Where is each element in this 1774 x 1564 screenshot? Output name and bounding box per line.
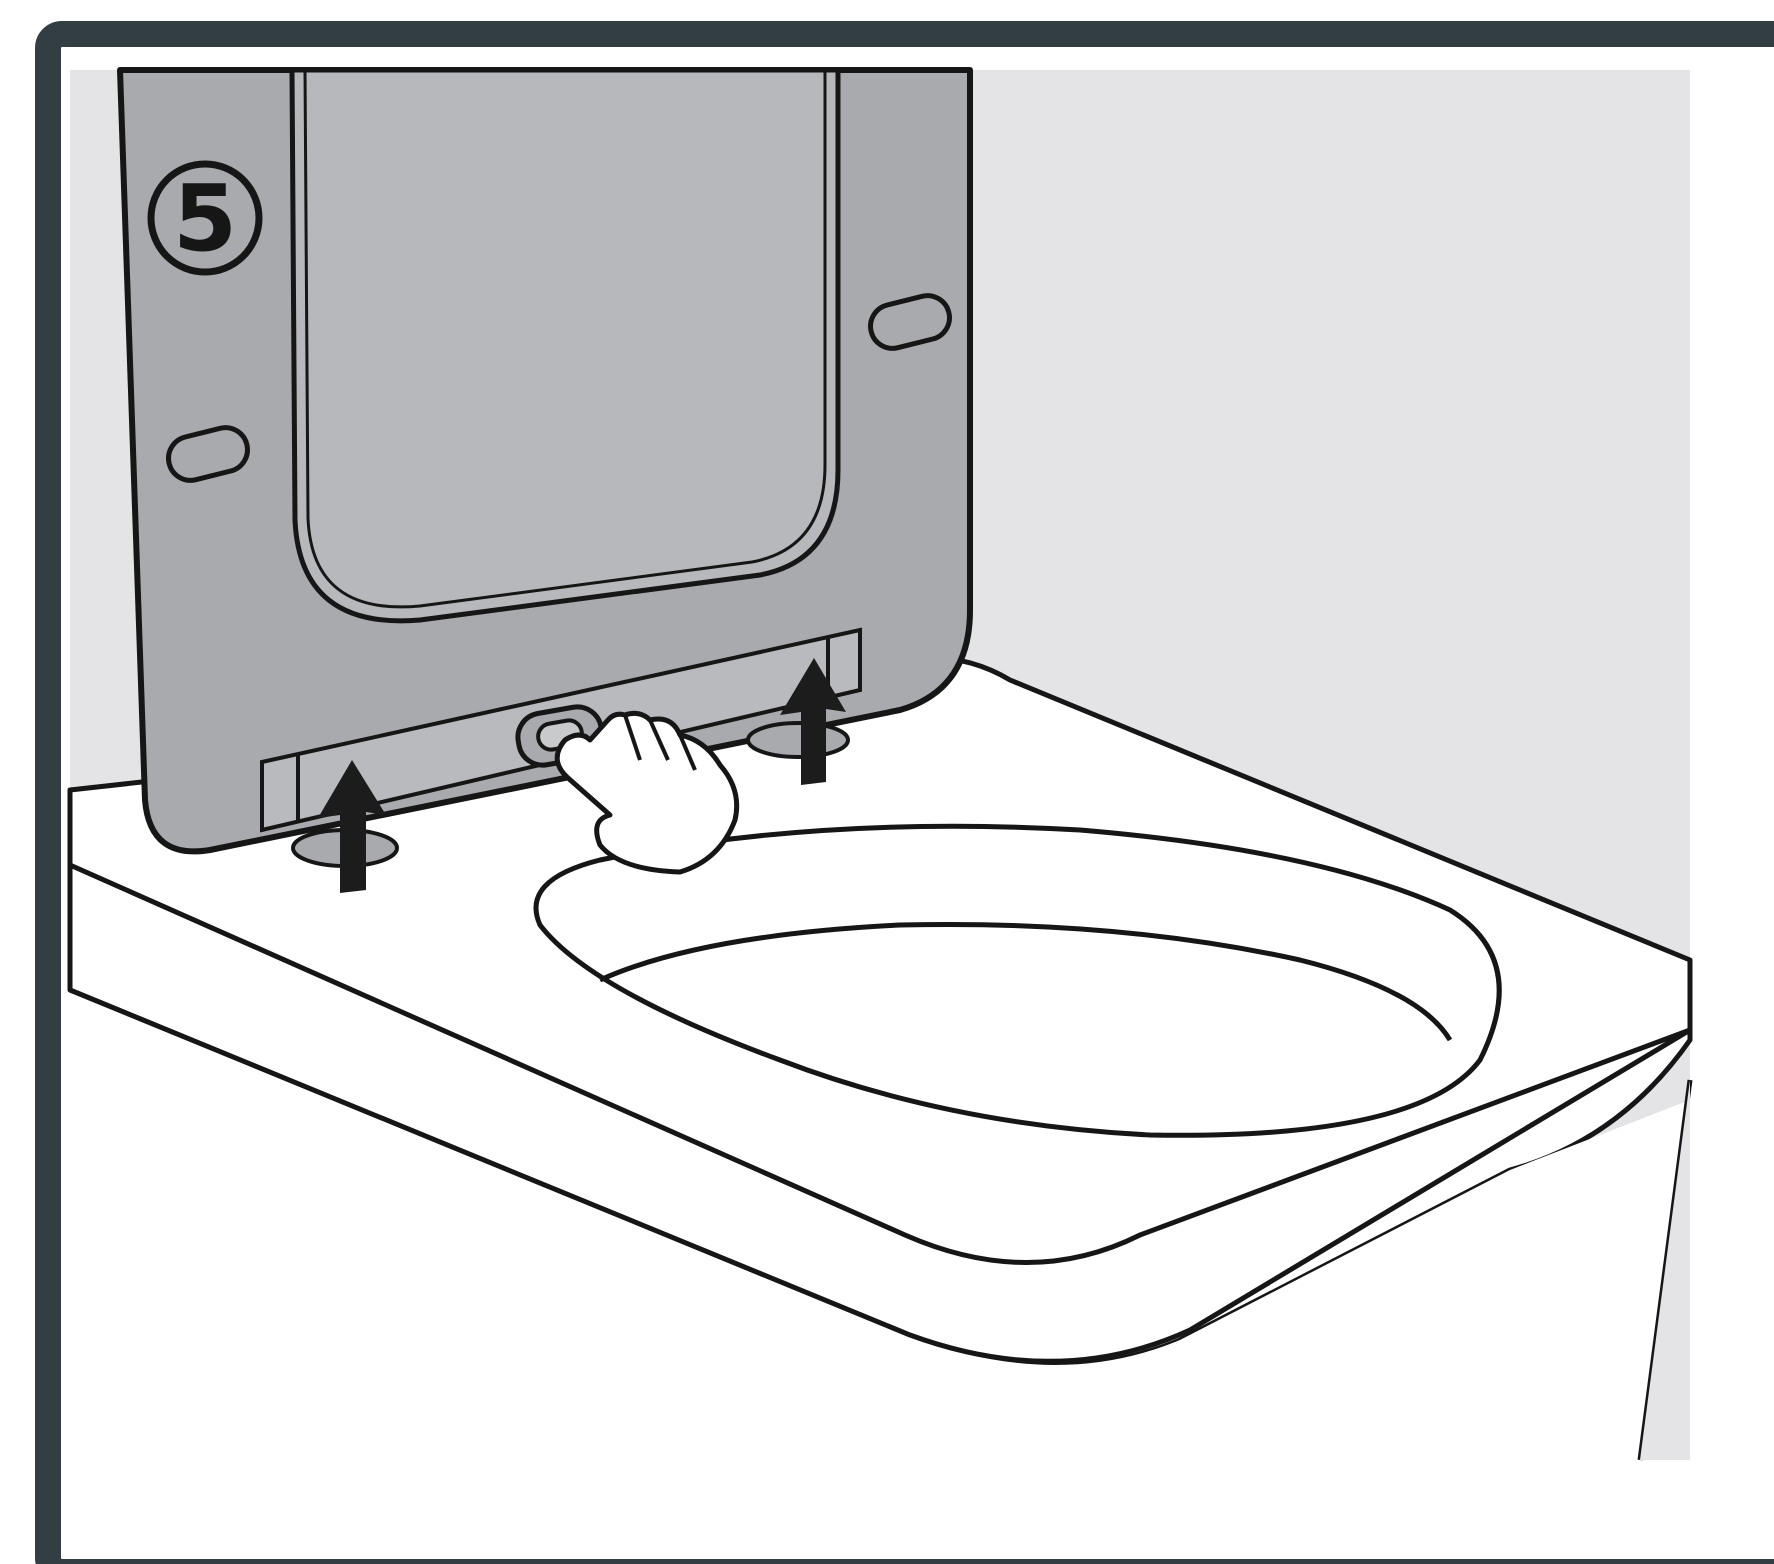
step-number: 5 bbox=[173, 165, 237, 272]
